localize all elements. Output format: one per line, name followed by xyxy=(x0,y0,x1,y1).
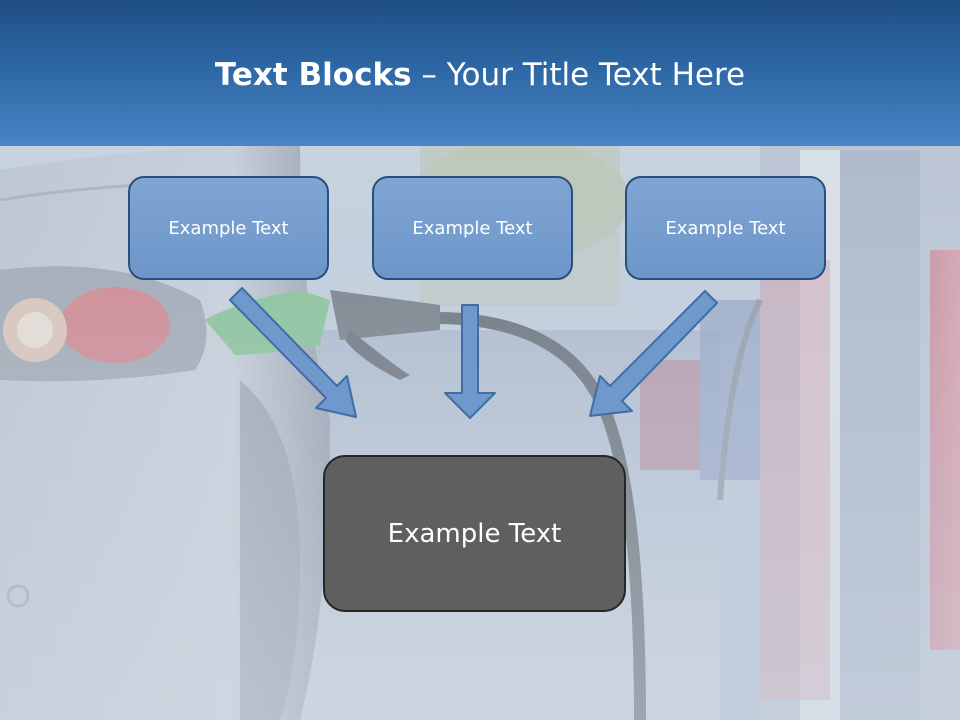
text-block-3[interactable]: Example Text xyxy=(625,176,826,280)
slide-title[interactable]: Text Blocks – Your Title Text Here xyxy=(0,54,960,96)
text-block-3-label: Example Text xyxy=(665,217,786,239)
result-block-label: Example Text xyxy=(387,518,562,549)
title-subtitle-text: Your Title Text Here xyxy=(446,57,746,93)
title-bar xyxy=(0,0,960,146)
title-bold-text: Text Blocks xyxy=(214,57,412,93)
result-block[interactable]: Example Text xyxy=(323,455,626,612)
title-separator: – xyxy=(411,57,447,93)
text-block-1[interactable]: Example Text xyxy=(128,176,329,280)
text-block-1-label: Example Text xyxy=(168,217,289,239)
arrow-center xyxy=(444,304,496,419)
text-block-2[interactable]: Example Text xyxy=(372,176,573,280)
arrow-left xyxy=(229,287,357,418)
text-block-2-label: Example Text xyxy=(412,217,533,239)
arrow-right xyxy=(589,290,718,417)
